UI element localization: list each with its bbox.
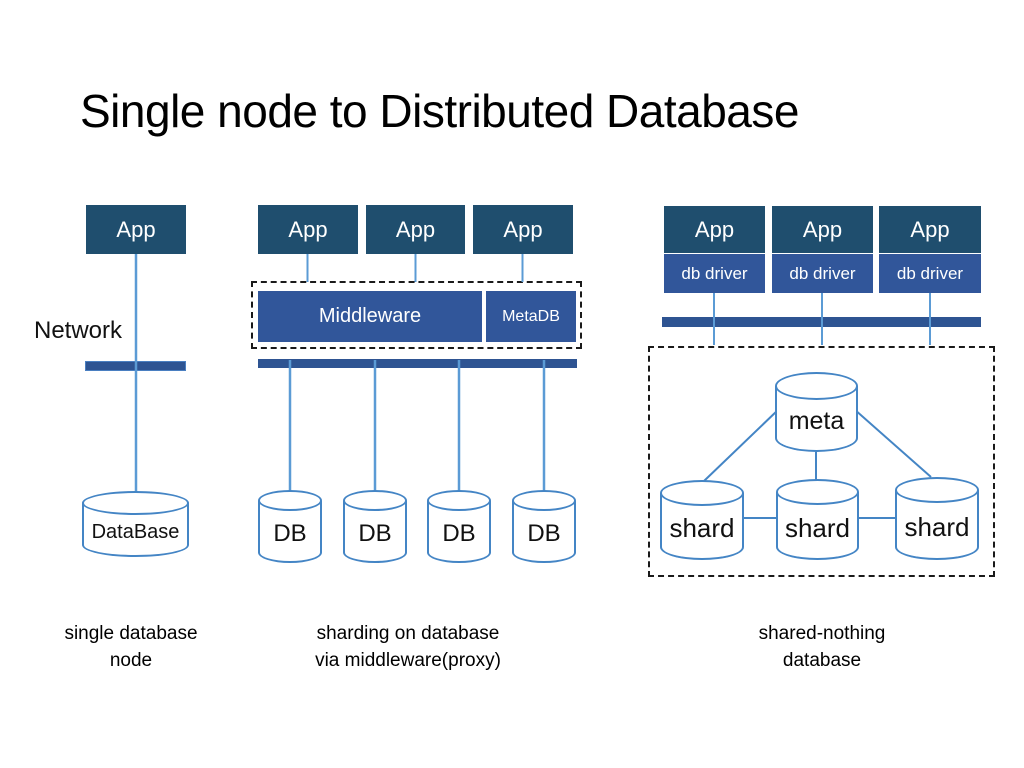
right-app-label-2: App: [802, 216, 843, 242]
middleware-dashed-frame: [251, 281, 582, 349]
right-caption: shared-nothing database: [722, 620, 922, 674]
mid-app-box-3: App: [473, 205, 573, 254]
mid-app-box-1: App: [258, 205, 358, 254]
db-label-2: DB: [358, 519, 392, 547]
cylinder-top: [82, 491, 189, 515]
left-caption-line2: node: [109, 650, 153, 671]
shard-cylinder-1: shard: [660, 480, 744, 560]
right-app-stack-1: App db driver: [664, 206, 765, 293]
middleware-label: Middleware: [318, 305, 422, 327]
shared-nothing-frame: [648, 346, 995, 577]
right-caption-line1: shared-nothing: [758, 623, 886, 644]
db-label-1: DB: [273, 519, 307, 547]
shard-label-2: shard: [784, 512, 851, 543]
database-cylinder: DataBase: [82, 491, 189, 557]
right-driver-label-2: db driver: [789, 263, 856, 283]
mid-app-label-2: App: [395, 216, 436, 242]
shard-cylinder-2: shard: [776, 479, 859, 560]
cylinder-top: [895, 477, 979, 503]
right-app-box-1: App: [664, 206, 765, 253]
middle-bus-bar: [258, 359, 577, 368]
right-driver-box-1: db driver: [664, 254, 765, 293]
meta-cylinder: meta: [775, 372, 858, 452]
right-app-stack-2: App db driver: [772, 206, 873, 293]
left-caption-line1: single database: [64, 623, 198, 644]
metadb-label: MetaDB: [502, 307, 560, 325]
cylinder-top: [776, 479, 859, 505]
db-cylinder-4: DB: [512, 490, 576, 563]
right-driver-box-2: db driver: [772, 254, 873, 293]
mid-app-label-3: App: [503, 216, 543, 242]
cylinder-top: [660, 480, 744, 506]
network-label: Network: [34, 317, 123, 344]
right-app-label-1: App: [694, 216, 735, 242]
middleware-box: Middleware: [258, 291, 482, 342]
database-label: DataBase: [91, 520, 180, 543]
right-app-box-2: App: [772, 206, 873, 253]
slide-title: Single node to Distributed Database: [80, 85, 799, 137]
right-driver-label-3: db driver: [896, 263, 964, 283]
shard-label-3: shard: [904, 511, 970, 542]
cylinder-top: [775, 372, 858, 400]
right-app-box-3: App: [879, 206, 981, 253]
meta-label: meta: [788, 406, 845, 435]
cylinder-body: [258, 500, 322, 563]
db-cylinder-1: DB: [258, 490, 322, 563]
middle-caption-line2: via middleware(proxy): [315, 650, 501, 671]
db-cylinder-2: DB: [343, 490, 407, 563]
shard-cylinder-3: shard: [895, 477, 979, 560]
cylinder-top: [427, 490, 491, 511]
right-driver-box-3: db driver: [879, 254, 981, 293]
metadb-box: MetaDB: [486, 291, 576, 342]
db-cylinder-3: DB: [427, 490, 491, 563]
right-bus-bar: [662, 317, 981, 327]
network-bar: [85, 361, 186, 371]
right-caption-line2: database: [782, 650, 862, 671]
middle-caption-line1: sharding on database: [316, 623, 500, 644]
mid-app-box-2: App: [366, 205, 465, 254]
left-caption: single database node: [31, 620, 231, 674]
mid-app-label-1: App: [288, 216, 328, 242]
left-app-label: App: [116, 216, 156, 242]
cylinder-top: [258, 490, 322, 511]
left-app-box: App: [86, 205, 186, 254]
middle-caption: sharding on database via middleware(prox…: [278, 620, 538, 674]
shard-label-1: shard: [669, 513, 735, 544]
db-label-3: DB: [442, 519, 476, 547]
right-app-stack-3: App db driver: [879, 206, 981, 293]
right-app-label-3: App: [910, 216, 950, 242]
right-driver-label-1: db driver: [681, 263, 748, 283]
cylinder-top: [343, 490, 407, 511]
cylinder-top: [512, 490, 576, 511]
db-label-4: DB: [527, 519, 561, 547]
